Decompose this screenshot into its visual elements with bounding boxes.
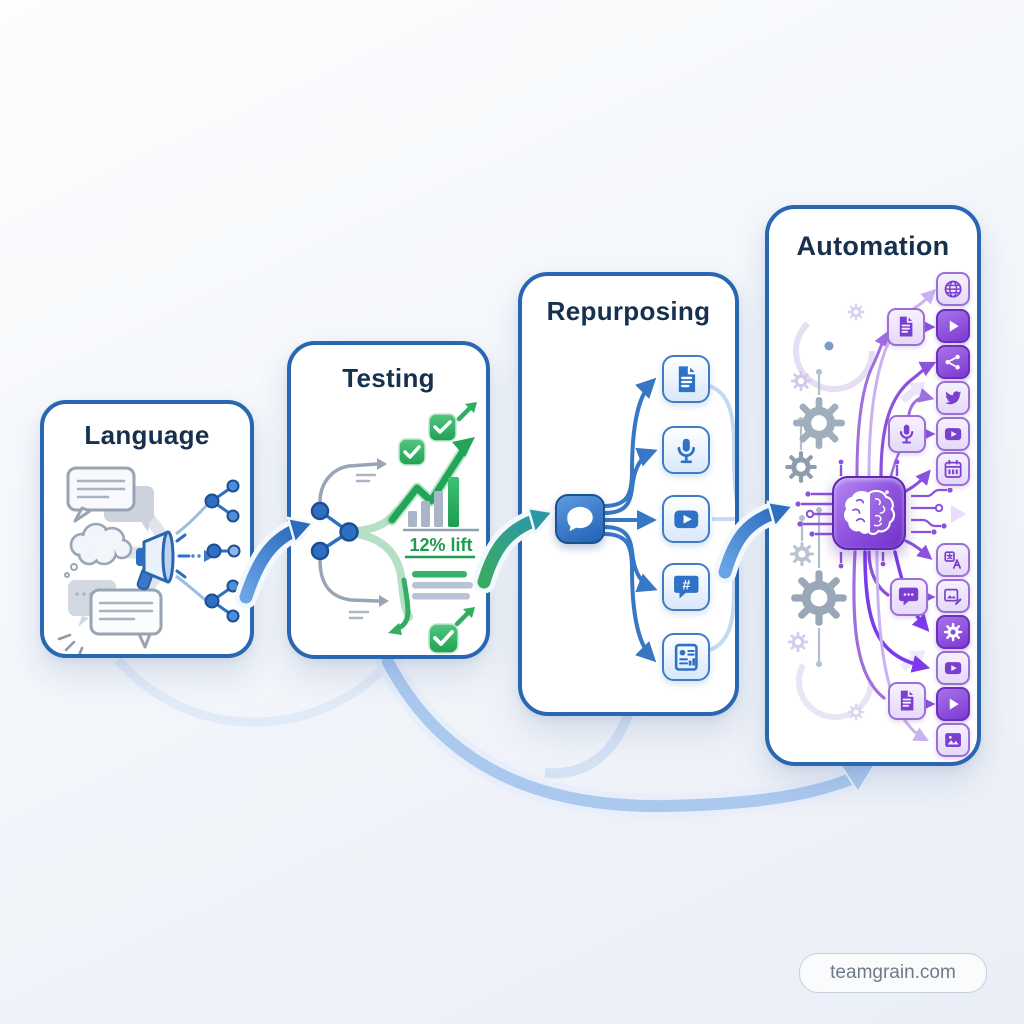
play-icon: [936, 309, 970, 343]
chat-bubbles-bottom-icon: [57, 580, 163, 654]
language-title: Language: [84, 420, 210, 450]
megaphone-icon: [136, 530, 215, 591]
repurposing-title: Repurposing: [546, 296, 711, 326]
document-icon: [888, 682, 926, 720]
video-icon: [936, 651, 970, 685]
chip-pins: [801, 465, 899, 563]
circuit-traces-icon: [852, 288, 937, 742]
video-icon: [662, 495, 710, 543]
burst-lines-icon: [57, 633, 84, 654]
gear-icon: [785, 451, 817, 483]
automation-title: Automation: [796, 231, 950, 261]
text-lines-icon: [348, 473, 377, 620]
down-curl-arrow-icon: [388, 577, 411, 635]
checkmark-badge-icon: [398, 413, 459, 654]
ab-branch-nodes-icon: [310, 501, 359, 561]
circuit-trace-icon: [911, 487, 969, 545]
chat-bubbles-icon: [66, 466, 154, 532]
gear-icon: [847, 703, 865, 721]
video-icon: [936, 417, 970, 451]
watermark-badge: teamgrain.com: [799, 953, 987, 993]
testing-illustration: [310, 402, 479, 654]
microphone-icon: [662, 426, 710, 474]
hashtag-icon: #: [662, 563, 710, 611]
globe-icon: [936, 272, 970, 306]
result-lines-icon: [412, 571, 473, 600]
panel-repurposing: Repurposing #: [518, 272, 739, 716]
language-illustration: [57, 466, 241, 654]
watermark-text: teamgrain.com: [830, 962, 956, 983]
play-icon: [936, 687, 970, 721]
gear-icon: [793, 397, 845, 449]
panel-automation: Automation: [765, 205, 981, 766]
translate-icon: [936, 543, 970, 577]
fanout-arrows: [602, 377, 658, 663]
faint-arrow-icon: [900, 382, 926, 404]
document-icon: [887, 308, 925, 346]
share-icon: [936, 345, 970, 379]
branching-nodes-icon: [175, 479, 241, 623]
testing-title: Testing: [342, 363, 435, 393]
report-icon: [662, 633, 710, 681]
calendar-icon: [936, 452, 970, 486]
svg-text:#: #: [682, 577, 690, 593]
gear-icon: [790, 370, 812, 392]
thought-cloud-icon: [64, 522, 133, 578]
return-curves: [709, 384, 735, 652]
trend-up-arrow-icon: [386, 437, 475, 526]
twitter-icon: [936, 381, 970, 415]
image-icon: [936, 723, 970, 757]
bar-chart-icon: [403, 477, 479, 559]
gear-icon: [787, 631, 809, 653]
document-icon: [662, 355, 710, 403]
small-up-arrow-icon: [454, 402, 477, 627]
lift-metric: 12% lift: [409, 535, 473, 555]
image-edit-icon: [936, 579, 970, 613]
ai-brain-chip-icon: [832, 476, 906, 550]
branch-gray: [318, 462, 380, 603]
panel-language: Language: [40, 400, 254, 658]
loop-circle: [793, 310, 875, 392]
bubble-icon: [555, 494, 605, 544]
repurposing-connectors: [602, 377, 735, 663]
chat-icon: [890, 578, 928, 616]
panel-testing: Testing 12% lift: [287, 341, 490, 659]
gear-icon: [936, 615, 970, 649]
microphone-icon: [888, 415, 926, 453]
gear-icon: [791, 570, 847, 626]
gear-icon: [847, 303, 865, 321]
gear-icon: [789, 541, 815, 567]
